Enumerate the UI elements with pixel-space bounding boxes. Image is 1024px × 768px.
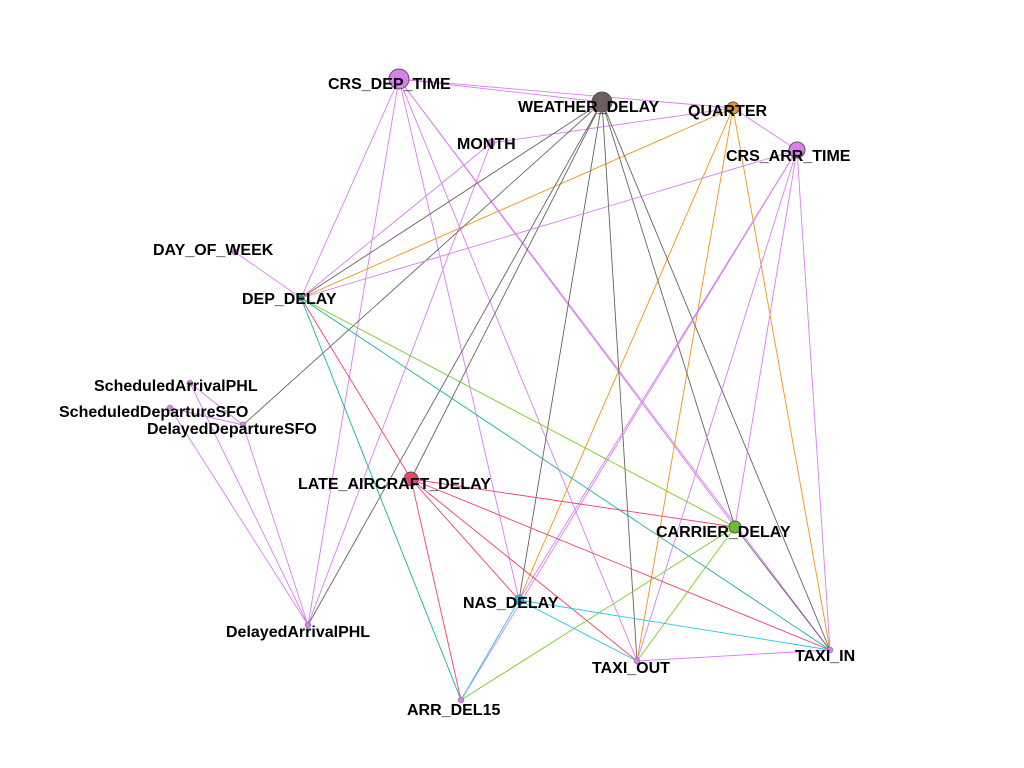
edge-dep-delay-to-taxi-in: [300, 297, 831, 651]
node-weather-delay: [591, 91, 613, 113]
node-label-scheduledarrivalphl: ScheduledArrivalPHL: [94, 378, 258, 395]
edge-weather-delay-to-dep-delay: [300, 101, 603, 299]
edge-carrier-delay-to-taxi-in: [734, 526, 831, 651]
node-label-crs-arr-time: CRS_ARR_TIME: [726, 148, 851, 165]
node-label-dep-delay: DEP_DELAY: [242, 291, 337, 308]
node-label-carrier-delay: CARRIER_DELAY: [656, 524, 791, 541]
edge-crs-arr-time-to-taxi-out: [636, 149, 798, 662]
edge-late-aircraft-delay-to-arr-del15: [410, 478, 462, 701]
edge-quarter-to-taxi-in: [732, 107, 831, 651]
edge-weather-delay-to-delayeddeparturesfo: [242, 101, 603, 426]
edge-quarter-to-taxi-out: [636, 107, 734, 662]
edge-nas-delay-to-arr-del15: [460, 599, 520, 701]
edge-crs-dep-time-to-taxi-out: [398, 78, 638, 662]
edge-crs-arr-time-to-arr-del15: [460, 149, 798, 701]
edge-dep-delay-to-arr-del15: [300, 297, 462, 701]
node-day-of-week: [231, 248, 239, 256]
node-label-delayeddeparturesfo: DelayedDepartureSFO: [147, 421, 317, 438]
edge-late-aircraft-delay-to-taxi-out: [410, 478, 638, 662]
node-nas-delay: [513, 594, 525, 606]
node-label-weather-delay: WEATHER_DELAY: [518, 99, 660, 116]
edge-taxi-out-to-taxi-in: [636, 649, 831, 662]
edge-month-to-dep-delay: [300, 142, 492, 299]
node-label-taxi-in: TAXI_IN: [795, 648, 855, 665]
edge-scheduleddeparturesfo-to-delayeddeparturesfo: [169, 407, 244, 426]
node-label-delayedarrivalphl: DelayedArrivalPHL: [226, 624, 370, 641]
node-label-quarter: QUARTER: [688, 103, 768, 120]
edge-weather-delay-to-taxi-out: [601, 101, 638, 662]
node-label-taxi-out: TAXI_OUT: [592, 660, 670, 677]
node-late-aircraft-delay: [403, 471, 419, 487]
node-quarter: [726, 101, 740, 115]
node-label-late-aircraft-delay: LATE_AIRCRAFT_DELAY: [298, 476, 491, 493]
node-label-month: MONTH: [457, 136, 516, 153]
edge-dep-delay-to-late-aircraft-delay: [300, 297, 412, 480]
edge-weather-delay-to-taxi-in: [601, 101, 831, 651]
edge-crs-dep-time-to-weather-delay: [398, 78, 603, 103]
edge-scheduledarrivalphl-to-delayeddeparturesfo: [189, 382, 244, 426]
node-scheduleddeparturesfo: [166, 404, 174, 412]
edge-crs-dep-time-to-taxi-in: [398, 78, 831, 651]
node-label-arr-del15: ARR_DEL15: [407, 702, 500, 719]
node-dep-delay: [297, 294, 305, 302]
node-crs-dep-time: [388, 68, 410, 90]
edge-crs-dep-time-to-nas-delay: [398, 78, 520, 601]
edge-quarter-to-crs-arr-time: [732, 107, 798, 151]
edge-weather-delay-to-late-aircraft-delay: [410, 101, 603, 480]
edge-late-aircraft-delay-to-nas-delay: [410, 478, 520, 601]
node-label-scheduleddeparturesfo: ScheduledDepartureSFO: [59, 404, 248, 421]
edge-month-to-delayedarrivalphl: [307, 142, 492, 626]
edge-crs-dep-time-to-quarter: [398, 78, 734, 109]
edge-dep-delay-to-carrier-delay: [300, 297, 736, 528]
node-carrier-delay: [728, 520, 742, 534]
edge-crs-arr-time-to-carrier-delay: [734, 149, 798, 528]
edge-nas-delay-to-taxi-in: [518, 599, 831, 651]
edge-crs-arr-time-to-dep-delay: [300, 149, 798, 299]
node-label-crs-dep-time: CRS_DEP_TIME: [328, 76, 451, 93]
edge-delayeddeparturesfo-to-delayedarrivalphl: [242, 424, 309, 626]
node-taxi-in: [826, 646, 834, 654]
edge-weather-delay-to-nas-delay: [518, 101, 603, 601]
node-layer: [166, 68, 834, 704]
edge-scheduledarrivalphl-to-delayedarrivalphl: [189, 382, 309, 626]
node-delayedarrivalphl: [304, 621, 312, 629]
node-delayeddeparturesfo: [239, 421, 247, 429]
edge-weather-delay-to-delayedarrivalphl: [307, 101, 603, 626]
node-scheduledarrivalphl: [186, 379, 194, 387]
node-arr-del15: [457, 696, 465, 704]
edge-late-aircraft-delay-to-taxi-in: [410, 478, 831, 651]
edge-crs-dep-time-to-delayedarrivalphl: [307, 78, 400, 626]
edge-day-of-week-to-dep-delay: [234, 251, 302, 299]
edge-crs-arr-time-to-taxi-in: [796, 149, 831, 651]
label-layer: CRS_DEP_TIME WEATHER_DELAY QUARTER MONTH CRS…: [59, 76, 855, 719]
node-label-day-of-week: DAY_OF_WEEK: [153, 242, 274, 259]
node-month: [486, 138, 496, 148]
edge-weather-delay-to-carrier-delay: [601, 101, 736, 528]
edge-nas-delay-to-taxi-out: [518, 599, 638, 662]
node-label-nas-delay: NAS_DELAY: [463, 595, 559, 612]
edge-carrier-delay-to-taxi-out: [636, 526, 736, 662]
edge-crs-dep-time-to-dep-delay: [300, 78, 400, 299]
edge-carrier-delay-to-arr-del15: [460, 526, 736, 701]
edge-scheduleddeparturesfo-to-delayedarrivalphl: [169, 407, 309, 626]
edge-quarter-to-nas-delay: [518, 107, 734, 601]
edge-layer: [169, 78, 831, 701]
node-crs-arr-time: [788, 141, 806, 159]
edge-late-aircraft-delay-to-carrier-delay: [410, 478, 736, 528]
edge-quarter-to-dep-delay: [300, 107, 734, 299]
node-taxi-out: [633, 657, 641, 665]
